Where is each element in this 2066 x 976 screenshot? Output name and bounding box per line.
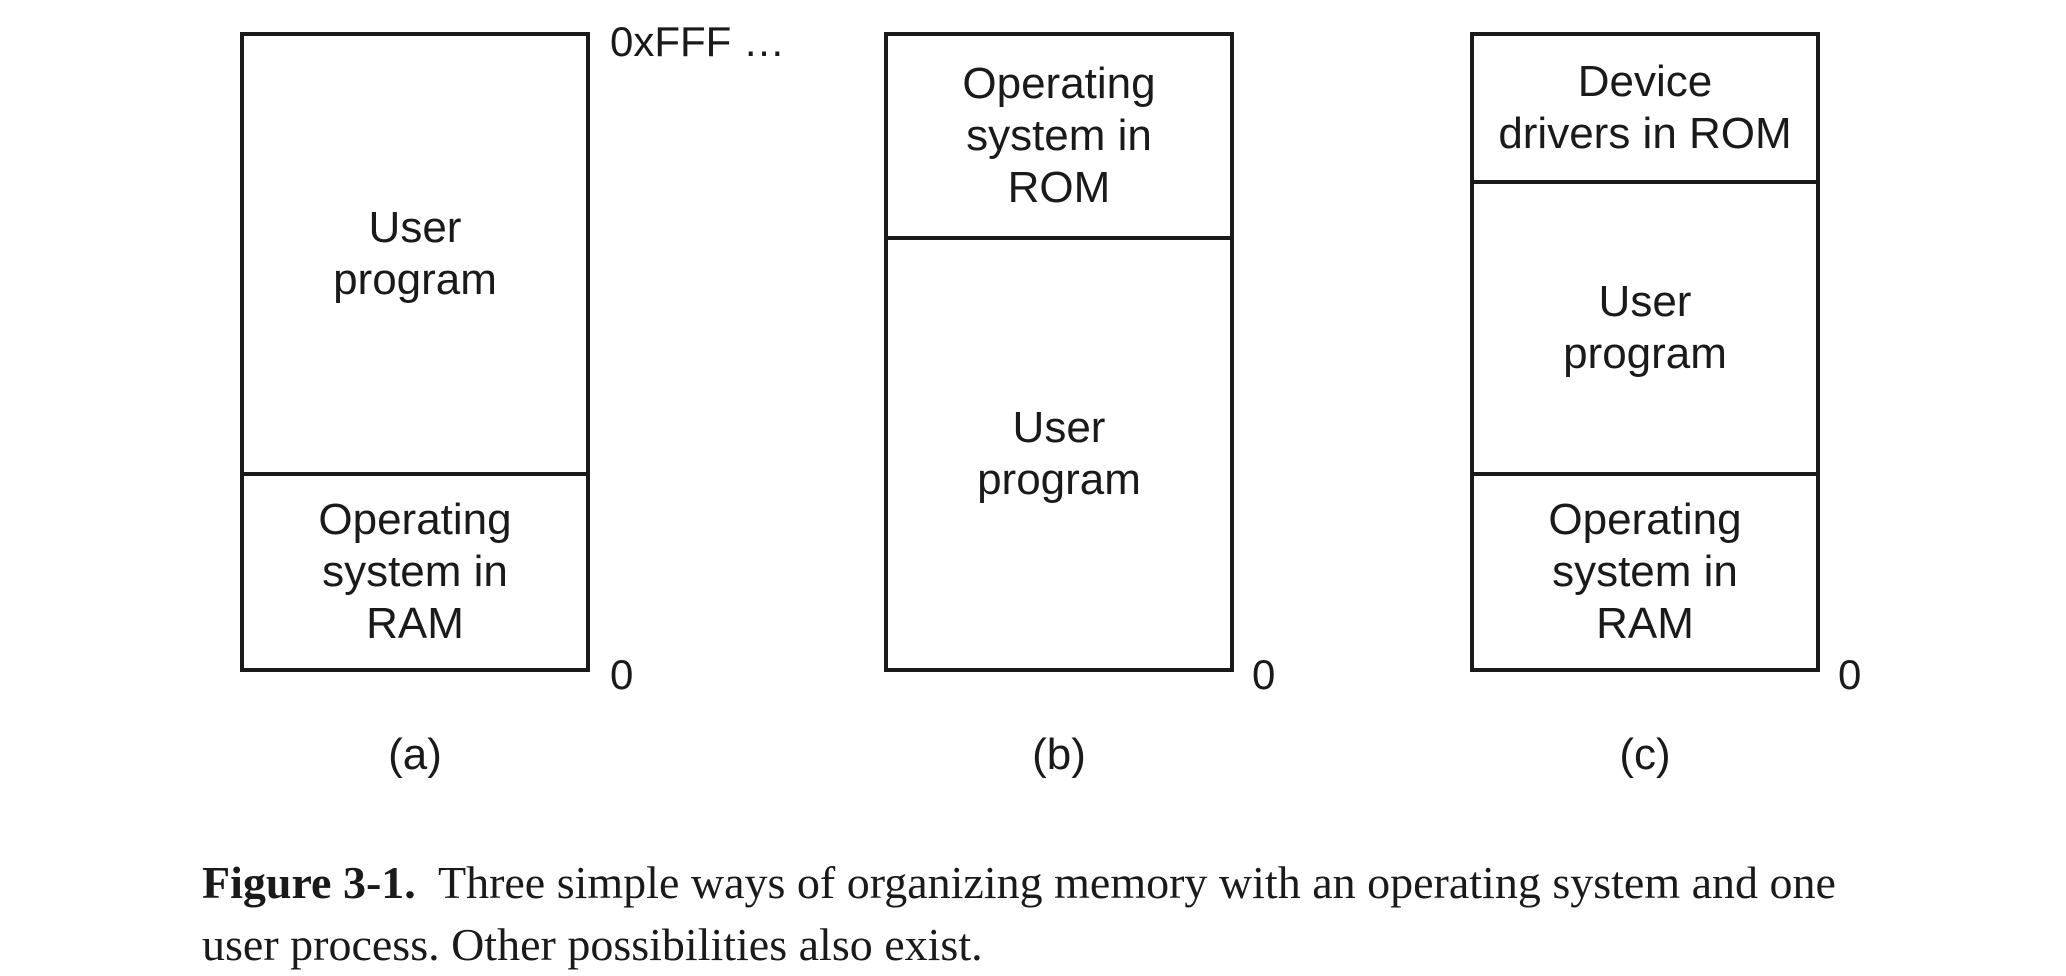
memory-column-b: Operating system in ROM User program [884,32,1234,672]
segment-os-in-ram: Operating system in RAM [1474,472,1816,668]
segment-os-in-rom: Operating system in ROM [962,59,1156,212]
caption-text: Three simple ways of organizing memory w… [202,857,1836,970]
figure-caption: Figure 3-1. Three simple ways of organiz… [202,852,1922,976]
figure-number: Figure 3-1. [202,857,416,908]
segment-os-in-ram: Operating system in RAM [244,472,586,668]
segment-device-drivers-in-rom: Device drivers in ROM [1498,57,1792,158]
bottom-address-label-c: 0 [1838,651,1862,698]
memory-column-a: User program Operating system in RAM [240,32,590,672]
bottom-address-label-b: 0 [1252,651,1276,698]
segment-user-program: User program [333,203,497,304]
memory-column-c: Device drivers in ROM User program Opera… [1470,32,1820,672]
panel-label-c: (c) [1619,730,1671,779]
top-address-label: 0xFFF … [610,18,785,65]
segment-user-program: User program [888,236,1230,668]
segment-user-program: User program [1474,180,1816,472]
bottom-address-label-a: 0 [610,651,634,698]
panel-label-a: (a) [388,730,442,779]
panel-label-b: (b) [1032,730,1086,779]
